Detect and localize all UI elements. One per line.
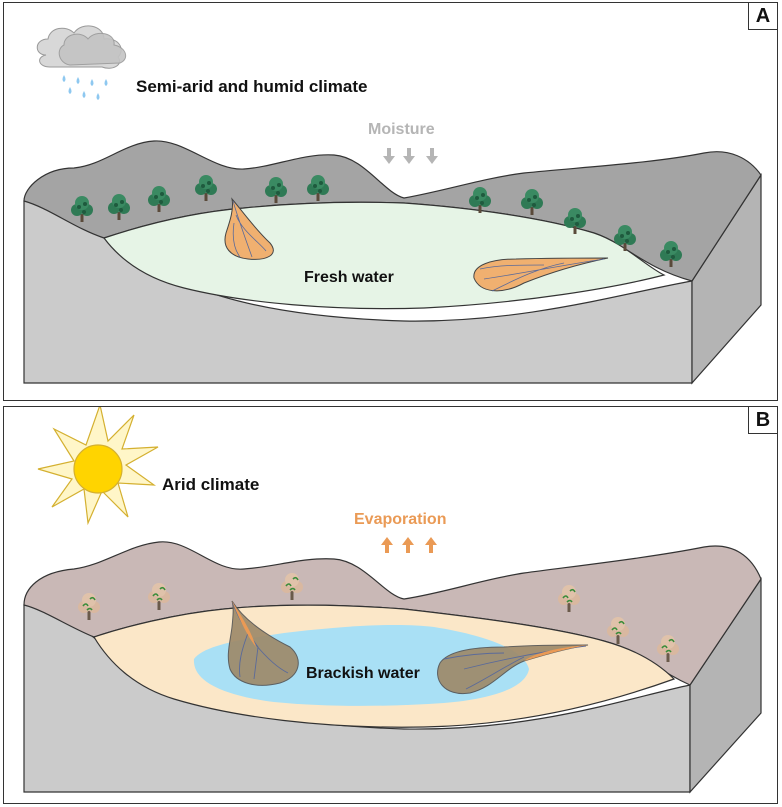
up-arrow-icon xyxy=(381,537,437,553)
down-arrow-icon xyxy=(383,148,438,164)
evaporation-label: Evaporation xyxy=(354,511,447,528)
panel-b-illustration xyxy=(23,407,762,794)
panel-tag-b: B xyxy=(748,407,777,434)
panel-a: Semi-arid and humid climate Moisture Fre… xyxy=(3,2,778,401)
alluvial-fan-right xyxy=(473,257,609,292)
panel-a-illustration xyxy=(23,25,762,385)
alluvial-fan-right-b xyxy=(437,644,589,695)
panel-b: Arid climate Evaporation Brackish water … xyxy=(3,406,778,804)
rain-cloud-icon xyxy=(36,25,127,100)
climate-label-a: Semi-arid and humid climate xyxy=(136,77,368,96)
climate-label-b: Arid climate xyxy=(162,475,260,494)
fresh-water-label: Fresh water xyxy=(304,269,394,286)
panel-tag-a: A xyxy=(748,3,777,30)
brackish-water-label: Brackish water xyxy=(306,665,420,682)
moisture-label: Moisture xyxy=(368,121,435,138)
sun-icon xyxy=(37,407,159,526)
alluvial-fan-left-b xyxy=(227,600,299,686)
